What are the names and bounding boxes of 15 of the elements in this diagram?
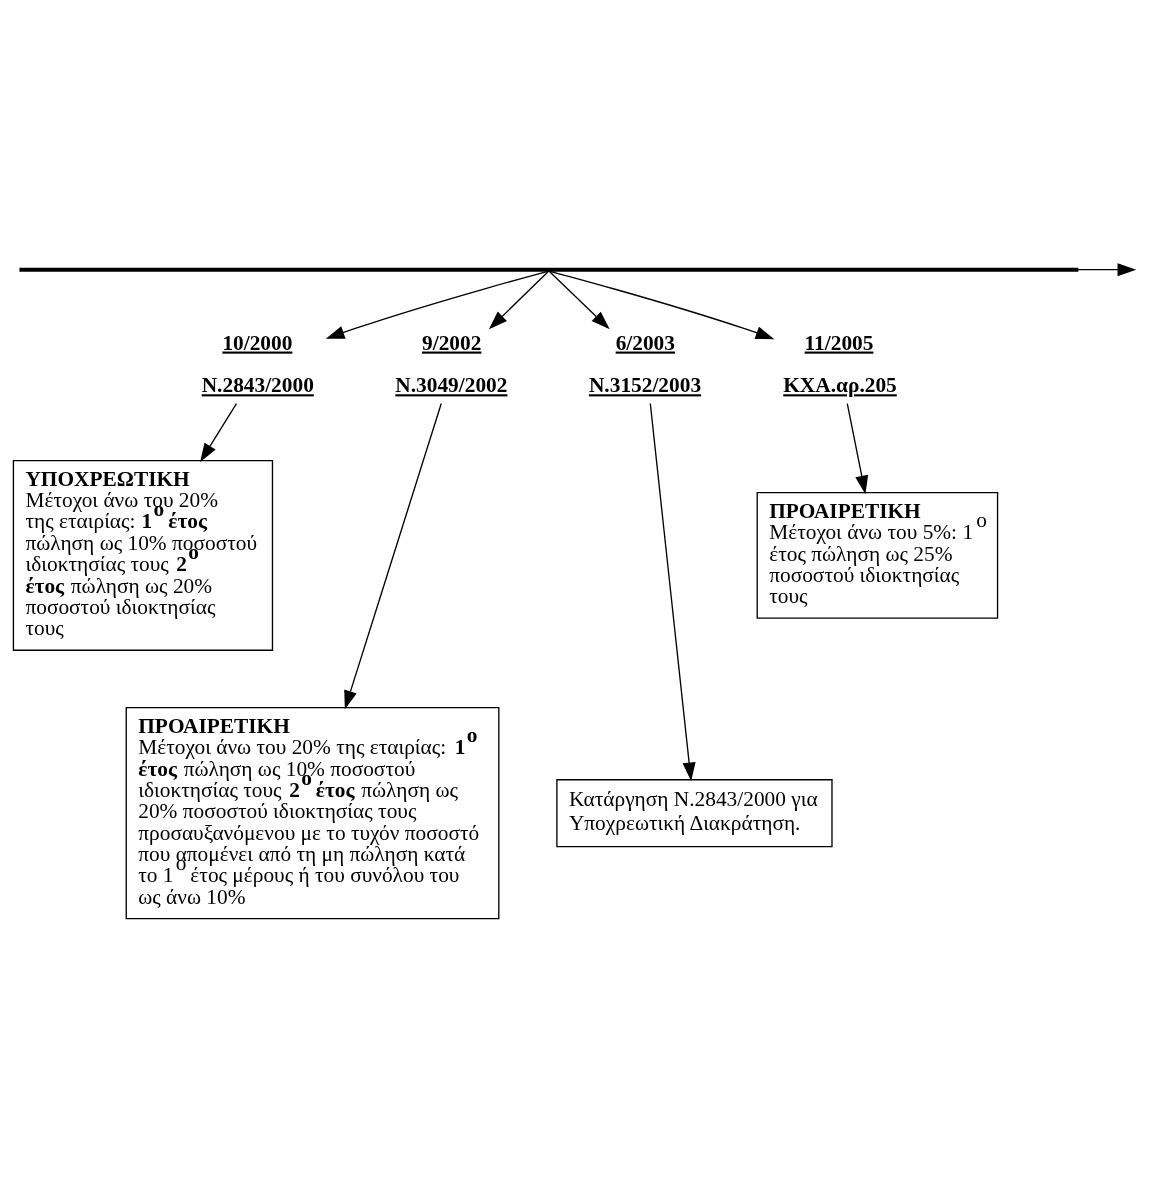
arrow xyxy=(488,270,550,330)
arrow xyxy=(325,270,550,339)
node-text: 11/2005 ΚΧΑ.αρ.205 xyxy=(783,330,897,398)
arrow xyxy=(344,402,442,710)
node-text: 10/2000 N.2843/2000 xyxy=(201,330,314,398)
arrow xyxy=(548,270,610,330)
node-text: 9/2002 N.3049/2002 xyxy=(395,330,508,398)
node-text: 6/2003 N.3152/2003 xyxy=(588,330,702,398)
node-bar xyxy=(19,267,1079,272)
arrow xyxy=(548,270,775,340)
node-box: Κατάργηση Ν.2843/2000 για Υποχρεωτική Διακράτηση. xyxy=(556,779,833,848)
arrow xyxy=(846,402,869,495)
arrow xyxy=(200,402,238,463)
arrow xyxy=(649,402,696,782)
arrow xyxy=(1077,263,1137,277)
